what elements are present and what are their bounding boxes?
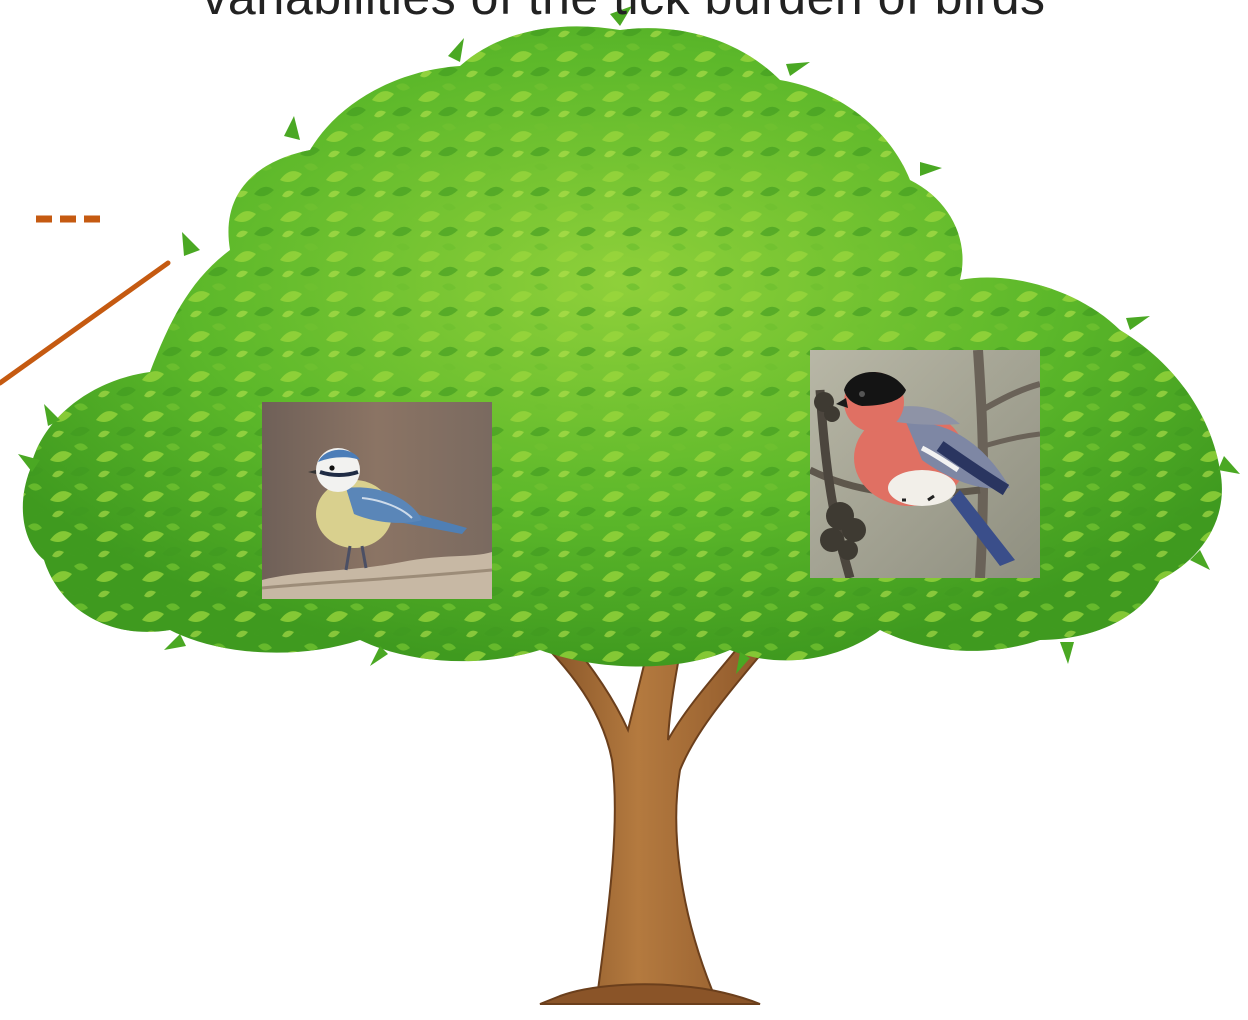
dashed-marker bbox=[36, 212, 102, 226]
bullfinch-photo bbox=[810, 350, 1040, 578]
pointer-line bbox=[0, 258, 180, 388]
tree-crown bbox=[18, 6, 1240, 674]
slide-title: variabilities of the tick burden of bird… bbox=[0, 0, 1248, 26]
blue-tit-photo bbox=[262, 402, 492, 599]
